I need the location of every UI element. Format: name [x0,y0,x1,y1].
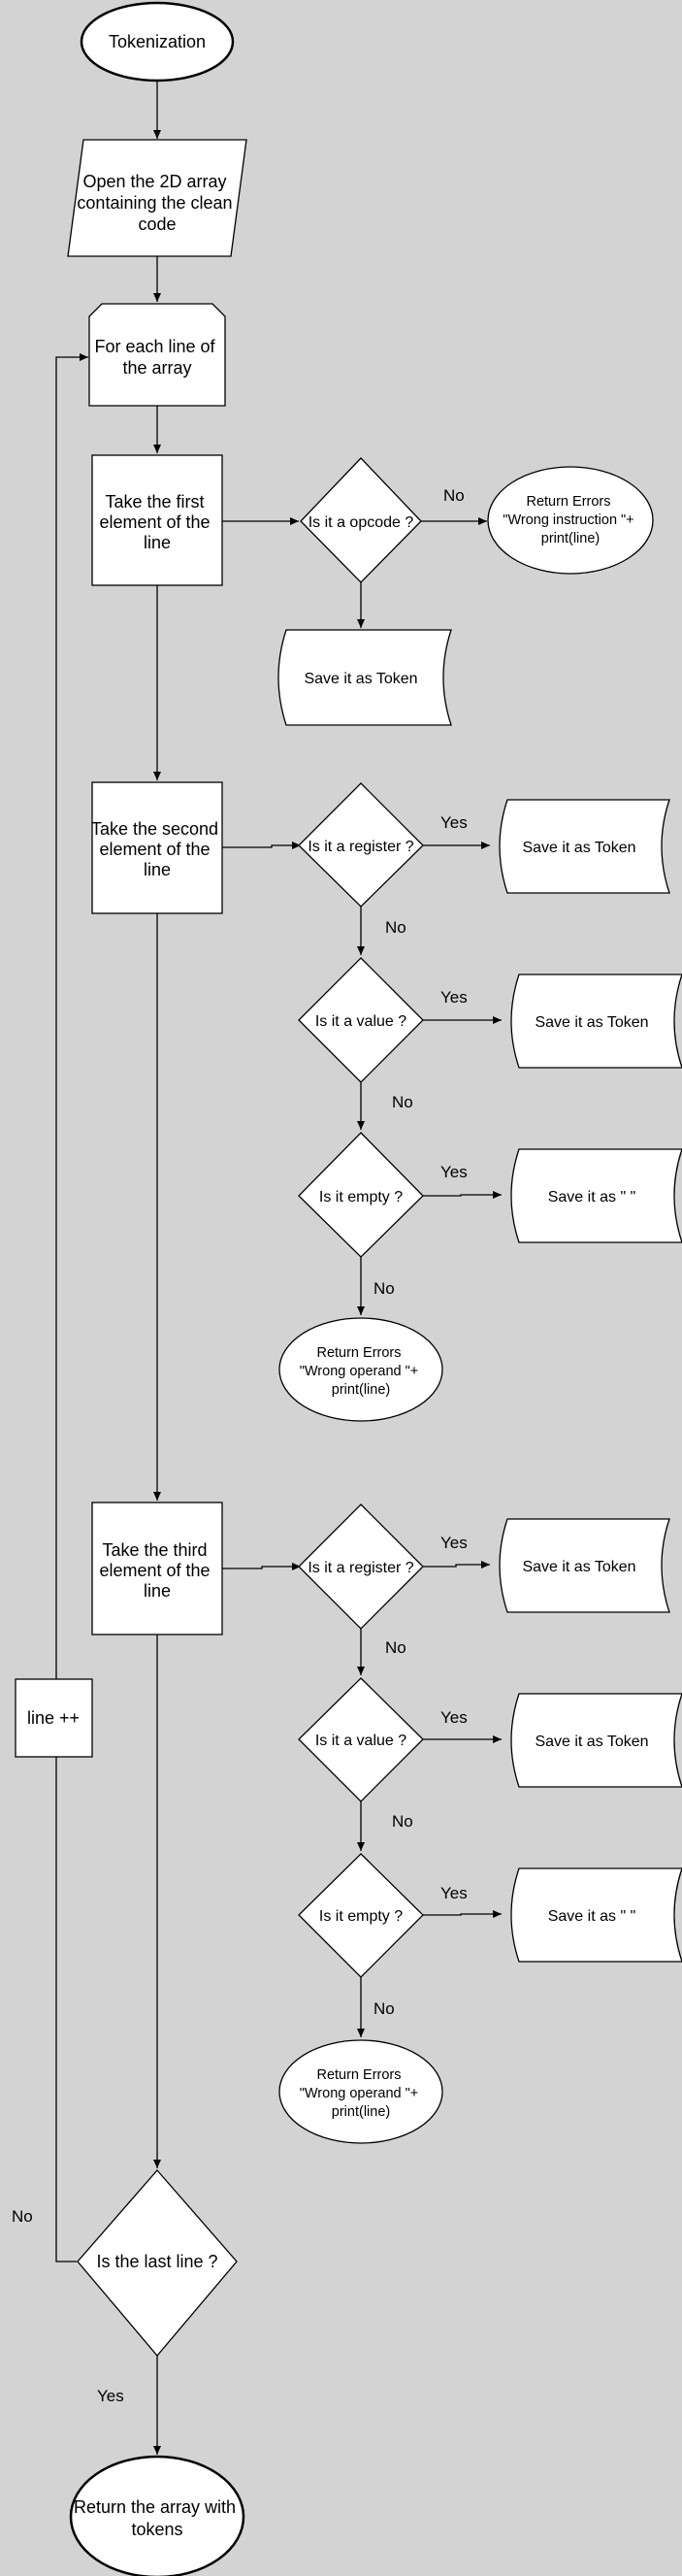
for-each-loop: For each line of the array [88,303,226,407]
line-increment-process: line ++ [15,1678,93,1758]
end-terminator: Return the array with tokens [69,2455,245,2576]
save-token-3-label: Save it as Token [535,1014,648,1031]
edge-third-reg [222,1563,301,1570]
label-opcode-no: No [443,486,465,505]
error-operand-3-label: Return Errors "Wrong operand "+ print(li… [300,2067,423,2120]
edge-empty2-save [423,1191,502,1199]
label-empty3-no: No [373,1999,395,2018]
is-register-3-decision: Is it a register ? [298,1503,424,1630]
save-token-4-label: Save it as Token [522,1559,635,1575]
edge-second-reg [222,842,301,849]
error-operand-3-terminator: Return Errors "Wrong operand "+ print(li… [278,2039,443,2144]
label-val3-yes: Yes [440,1708,468,1727]
second-element-label: Take the second element of the line [91,819,223,879]
save-empty-3: Save it as " " [510,1867,682,1963]
is-value-2-decision: Is it a value ? [298,957,424,1083]
save-token-1-label: Save it as Token [304,671,417,687]
error-instruction-terminator: Return Errors "Wrong instruction "+ prin… [487,466,654,575]
label-empty2-no: No [373,1279,395,1298]
is-empty-2-decision: Is it empty ? [298,1132,424,1258]
is-empty-3-decision: Is it empty ? [298,1853,424,1978]
label-reg2-yes: Yes [440,813,468,832]
save-token-3: Save it as Token [510,974,682,1069]
label-last-no: No [12,2207,33,2226]
is-last-line-label: Is the last line ? [96,2252,217,2271]
edge-last-lineinc [55,1757,77,2262]
save-token-5-label: Save it as Token [535,1734,648,1750]
start-label: Tokenization [109,32,206,51]
first-element-process: Take the first element of the line [91,454,223,586]
label-val2-yes: Yes [440,988,468,1007]
is-register-2-label: Is it a register ? [308,839,413,855]
save-empty-2: Save it as " " [510,1148,682,1243]
start-terminator: Tokenization [80,1,235,83]
error-operand-2-terminator: Return Errors "Wrong operand "+ print(li… [278,1317,443,1422]
label-reg3-yes: Yes [440,1534,468,1552]
label-val2-no: No [392,1093,413,1111]
label-val3-no: No [392,1812,413,1831]
is-register-3-label: Is it a register ? [308,1560,413,1576]
open-array-input: Open the 2D array containing the clean c… [67,139,247,257]
third-element-label: Take the third element of the line [99,1540,214,1601]
is-value-2-label: Is it a value ? [315,1013,406,1030]
second-element-process: Take the second element of the line [91,781,223,914]
is-empty-3-label: Is it empty ? [319,1908,403,1925]
edge-empty3-save [423,1910,502,1918]
third-element-process: Take the third element of the line [91,1502,223,1635]
save-token-4: Save it as Token [499,1518,670,1613]
is-opcode-label: Is it a opcode ? [309,514,414,531]
error-operand-2-label: Return Errors "Wrong operand "+ print(li… [300,1345,423,1398]
label-last-yes: Yes [97,2387,124,2405]
label-empty3-yes: Yes [440,1884,468,1902]
save-token-1: Save it as Token [277,629,452,726]
is-empty-2-label: Is it empty ? [319,1189,403,1205]
open-array-label: Open the 2D array containing the clean c… [77,172,237,234]
end-label: Return the array with tokens [74,2497,241,2539]
is-value-3-label: Is it a value ? [315,1733,406,1749]
save-token-2-label: Save it as Token [522,840,635,856]
edge-lineinc-foreach [55,353,88,1680]
label-reg2-no: No [385,918,406,937]
first-element-label: Take the first element of the line [99,492,214,552]
edges [55,82,502,2455]
edge-reg3-save [423,1561,490,1569]
save-empty-3-label: Save it as " " [548,1908,636,1925]
is-value-3-decision: Is it a value ? [298,1677,424,1802]
edge-labels: No Yes No Yes No Yes No Yes No Yes No Ye… [12,486,468,2405]
line-increment-label: line ++ [27,1708,80,1728]
for-each-label: For each line of the array [94,337,219,378]
save-token-2: Save it as Token [499,799,670,894]
label-empty2-yes: Yes [440,1163,468,1181]
is-opcode-decision: Is it a opcode ? [300,457,422,583]
save-token-5: Save it as Token [510,1693,682,1788]
error-instruction-label: Return Errors "Wrong instruction "+ prin… [503,494,637,546]
save-empty-2-label: Save it as " " [548,1189,636,1205]
is-last-line-decision: Is the last line ? [77,2169,238,2358]
label-reg3-no: No [385,1638,406,1657]
is-register-2-decision: Is it a register ? [298,782,424,908]
